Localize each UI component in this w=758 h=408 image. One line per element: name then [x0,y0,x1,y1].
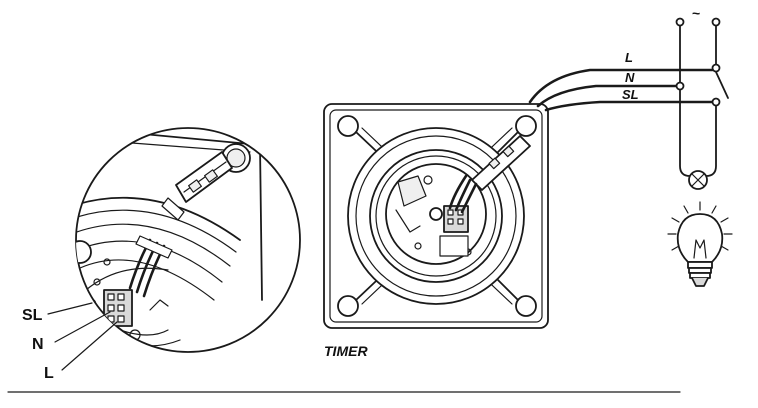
leader-l [61,321,118,371]
zoom-detail [75,127,301,353]
light-switch [715,71,729,99]
fan-unit [323,103,549,329]
fan-corner-hole-tr [515,115,537,137]
zoom-label-n: N [32,336,44,353]
fan-cable-clamp [471,135,531,191]
zoom-label-sl: SL [22,307,43,324]
leader-sl [47,302,93,315]
wire-label-l: L [625,50,633,65]
wire-label-sl: SL [622,87,639,102]
timer-label: TIMER [324,343,368,359]
light-bulb-icon [667,201,733,287]
external-wiring [528,17,729,190]
fan-corner-hole-br [515,295,537,317]
zoom-label-l: L [44,365,54,382]
wire-label-n: N [625,70,635,85]
bulb-glass [676,213,724,263]
leader-n [54,311,111,343]
wire-l [528,68,714,104]
switch-contact-top [711,63,721,73]
wire-n [536,84,682,108]
switch-contact-bottom [711,97,721,107]
zoom-screw-hole [76,240,92,264]
supply-symbol: ~ [692,5,700,21]
fan-corner-hole-tl [337,115,359,137]
fan-terminal-block [439,205,469,257]
zoom-cable-clamp [161,151,233,221]
fan-corner-hole-bl [337,295,359,317]
wire-sl [544,100,714,112]
